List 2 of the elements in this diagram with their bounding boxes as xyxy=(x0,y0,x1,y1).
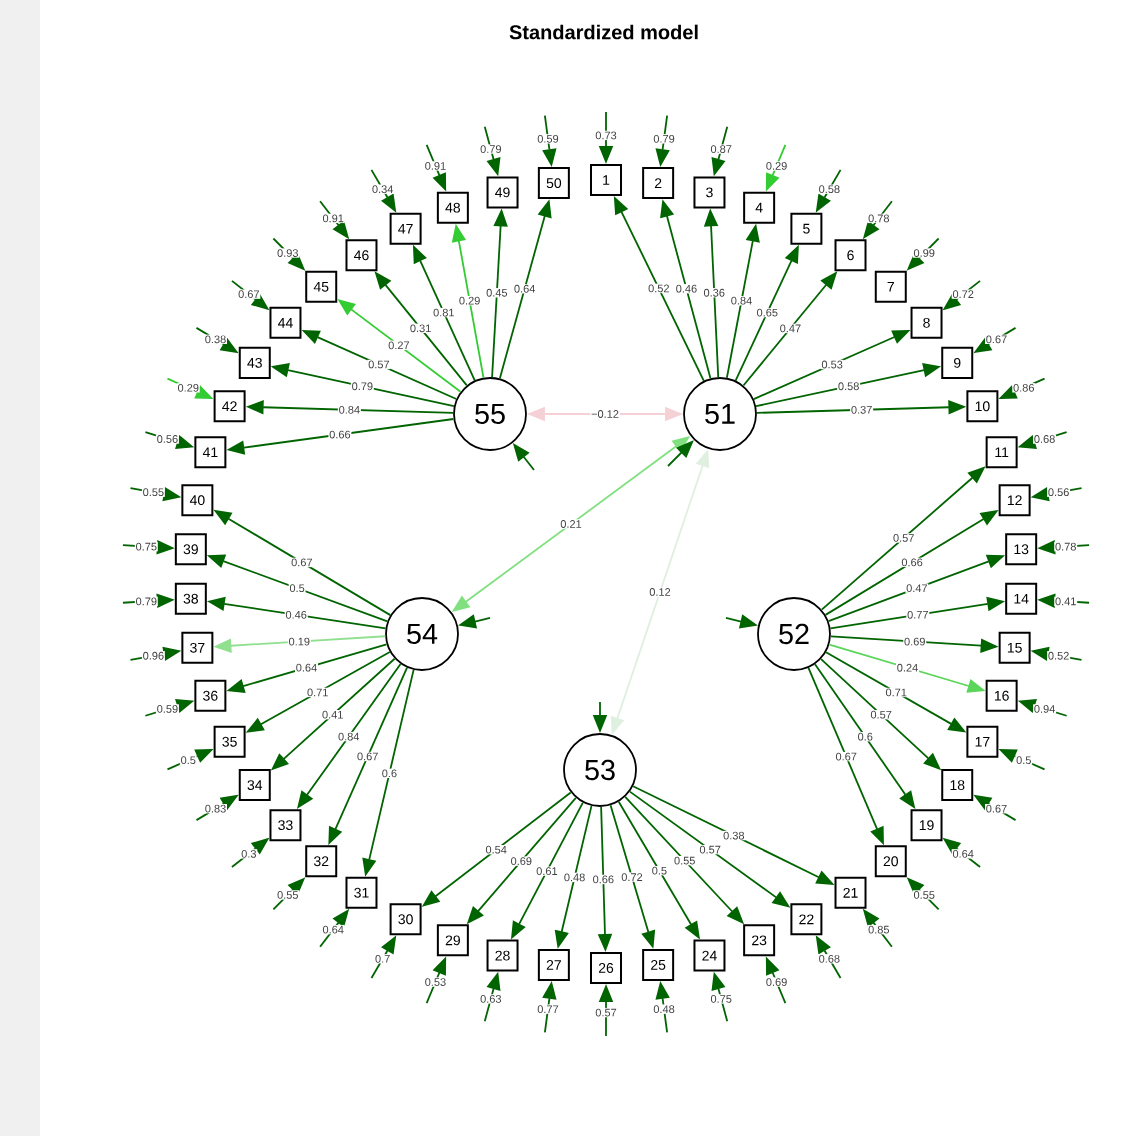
title: Standardized model xyxy=(509,24,698,40)
residual-arrow xyxy=(667,440,694,467)
